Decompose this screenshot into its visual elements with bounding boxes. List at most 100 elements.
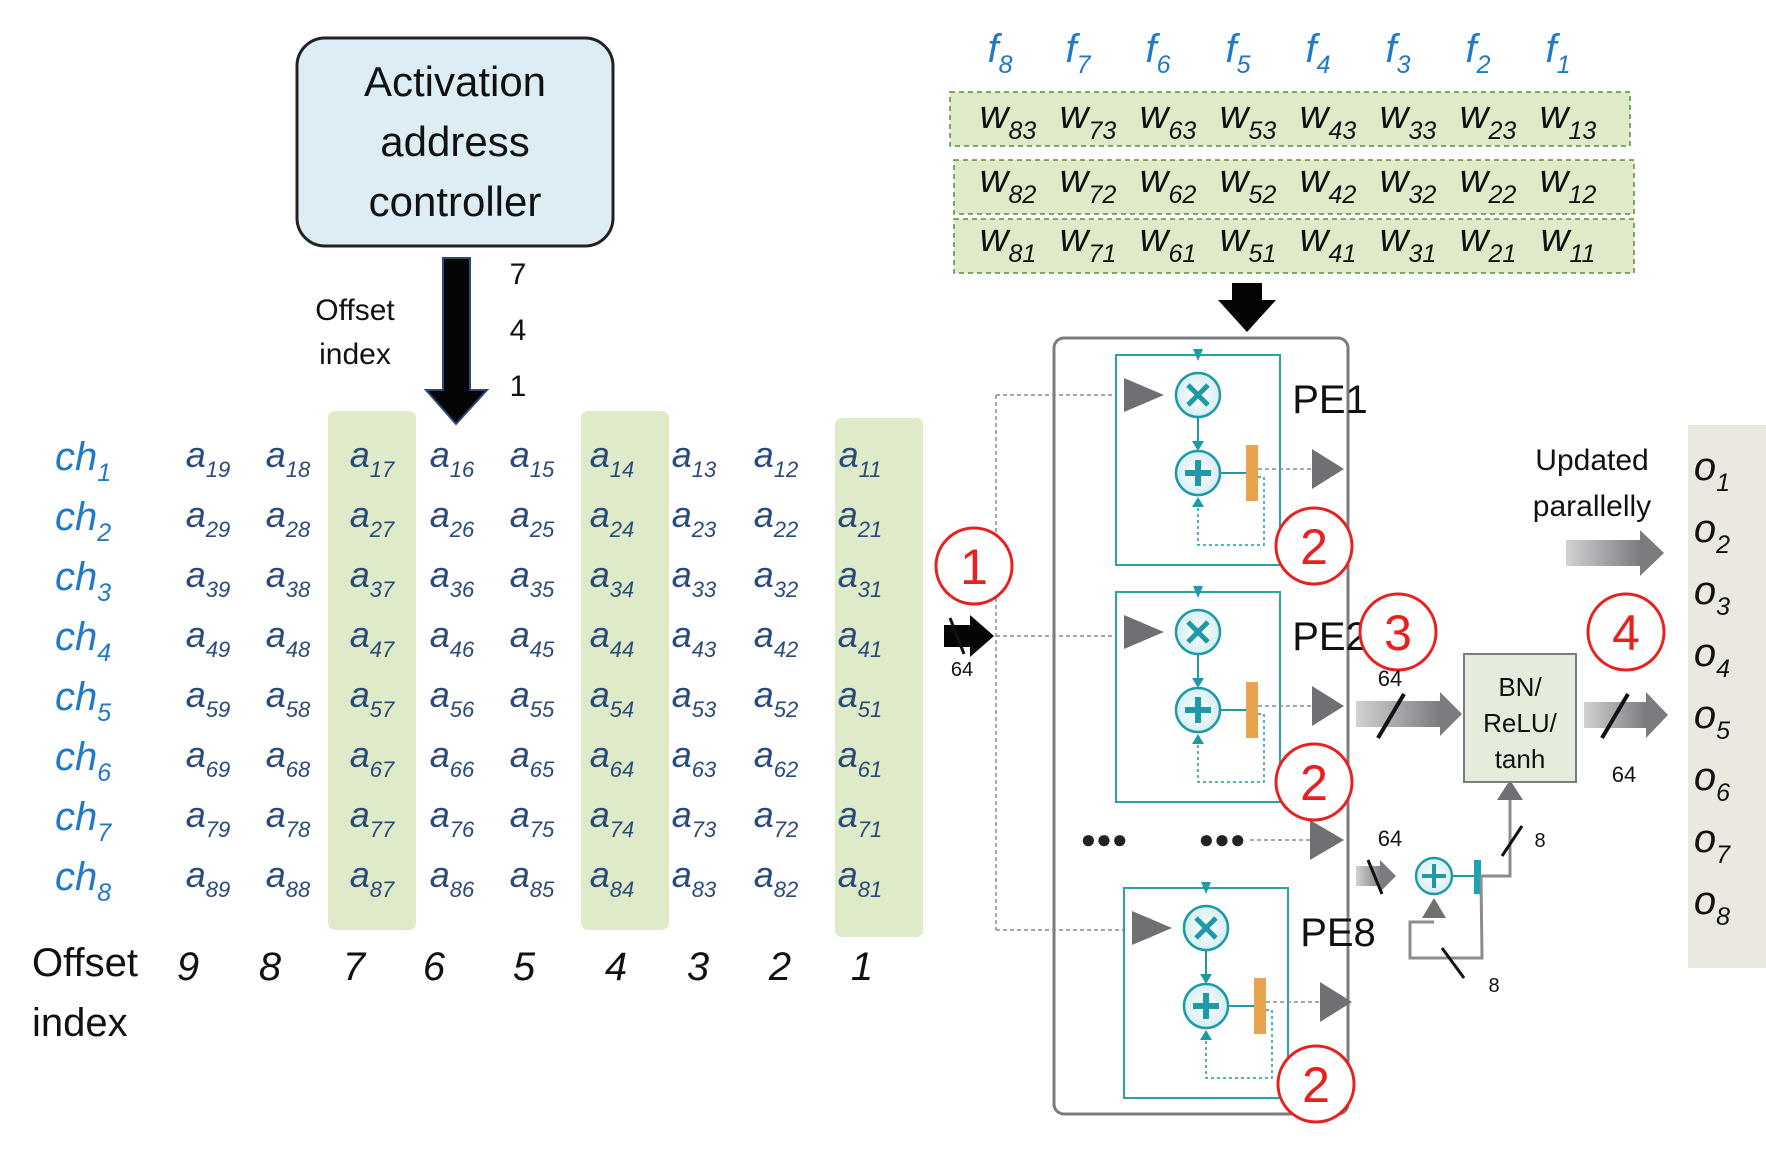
pe-output-bus-width: 64 xyxy=(1378,666,1402,691)
pe-input-arrow xyxy=(1124,378,1164,412)
acc-feedback-slash xyxy=(1440,947,1466,979)
activation-a42: a42 xyxy=(754,614,799,662)
activation-a25: a25 xyxy=(510,494,555,542)
pe-block-pe2: PE2 xyxy=(1115,586,1368,803)
weight-row-box-3 xyxy=(953,218,1635,274)
bn-label-line-3: tanh xyxy=(1495,744,1546,774)
step-circle-2: 2 xyxy=(1276,1044,1356,1124)
bn-label-line-1: BN/ xyxy=(1498,672,1542,702)
channel-label-1: ch1 xyxy=(55,435,111,487)
activation-a87: a87 xyxy=(350,854,395,902)
pe-ellipsis-right: ●●● xyxy=(1198,824,1245,854)
weight-w33: w33 xyxy=(1380,93,1437,145)
channel-label-4: ch4 xyxy=(55,615,111,667)
pe-block-pe1: PE1 xyxy=(1115,349,1368,566)
weight-w21: w21 xyxy=(1460,216,1517,268)
activation-a16: a16 xyxy=(430,434,475,482)
channel-label-8: ch8 xyxy=(55,855,111,907)
activation-a88: a88 xyxy=(266,854,311,902)
weight-w11: w11 xyxy=(1541,216,1596,268)
step-circle-3: 3 xyxy=(1358,592,1438,672)
output-o3: o3 xyxy=(1694,569,1730,621)
activation-a29: a29 xyxy=(186,494,231,542)
controller-label-line-2: address xyxy=(380,118,529,165)
filter-label-f2: f2 xyxy=(1465,27,1490,79)
filter-label-f4: f4 xyxy=(1305,27,1330,79)
output-o8: o8 xyxy=(1694,879,1730,931)
activation-a82: a82 xyxy=(754,854,799,902)
bottom-offset-3: 3 xyxy=(687,945,709,989)
pe-label: PE1 xyxy=(1292,378,1368,422)
weight-down-arrow xyxy=(1218,283,1276,332)
activation-a53: a53 xyxy=(672,674,717,722)
activation-a36: a36 xyxy=(430,554,475,602)
offset-value-1: 1 xyxy=(510,370,527,403)
bn-output-bus-arrowhead xyxy=(1646,692,1668,738)
acc-to-bn-path xyxy=(1481,800,1512,878)
bottom-offset-index-label-line-1: Offset xyxy=(32,941,138,985)
svg-text:2: 2 xyxy=(1300,755,1328,811)
activation-a21: a21 xyxy=(838,494,883,542)
bottom-offset-8: 8 xyxy=(259,945,282,989)
activation-a14: a14 xyxy=(590,434,635,482)
activation-a49: a49 xyxy=(186,614,231,662)
weight-row-box-1 xyxy=(949,91,1631,147)
controller-label-line-3: controller xyxy=(369,178,542,225)
pe-output-arrow xyxy=(1320,982,1352,1022)
channel-label-3: ch3 xyxy=(55,555,111,607)
output-o5: o5 xyxy=(1694,693,1730,745)
activation-a72: a72 xyxy=(754,794,799,842)
weight-w72: w72 xyxy=(1060,157,1117,209)
activation-a54: a54 xyxy=(590,674,635,722)
acc-out-width: 8 xyxy=(1534,830,1545,852)
input-bus-slash xyxy=(948,617,966,655)
bottom-offset-4: 4 xyxy=(605,945,627,989)
acc-to-bn-arrowhead xyxy=(1497,780,1523,800)
weight-w73: w73 xyxy=(1060,93,1117,145)
activation-a68: a68 xyxy=(266,734,311,782)
activation-a33: a33 xyxy=(672,554,717,602)
bottom-offset-7: 7 xyxy=(343,945,367,989)
weight-w12: w12 xyxy=(1540,157,1597,209)
pe-output-arrow xyxy=(1312,449,1344,489)
weight-w13: w13 xyxy=(1540,93,1597,145)
pe-label: PE8 xyxy=(1300,911,1376,955)
updated-label-line-2: parallelly xyxy=(1533,490,1651,523)
filter-label-f8: f8 xyxy=(987,27,1012,79)
bn-output-bus-width: 64 xyxy=(1612,762,1636,787)
activation-a65: a65 xyxy=(510,734,555,782)
activation-a52: a52 xyxy=(754,674,799,722)
activation-a56: a56 xyxy=(430,674,475,722)
acc-feedback-arrowhead xyxy=(1422,898,1446,918)
activation-a73: a73 xyxy=(672,794,717,842)
activation-a77: a77 xyxy=(350,794,395,842)
ellipsis-output-arrow xyxy=(1310,820,1344,860)
activation-a48: a48 xyxy=(266,614,311,662)
activation-a86: a86 xyxy=(430,854,475,902)
activation-a81: a81 xyxy=(838,854,883,902)
step-circle-4: 4 xyxy=(1586,592,1666,672)
activation-a78: a78 xyxy=(266,794,311,842)
activation-a35: a35 xyxy=(510,554,555,602)
channel-label-7: ch7 xyxy=(55,795,112,847)
activation-a59: a59 xyxy=(186,674,231,722)
output-o2: o2 xyxy=(1694,507,1730,559)
step-circle-1: 1 xyxy=(934,526,1014,606)
bn-output-bus-slash xyxy=(1600,692,1630,740)
activation-a22: a22 xyxy=(754,494,799,542)
weight-w83: w83 xyxy=(980,93,1037,145)
activation-a19: a19 xyxy=(186,434,231,482)
input-distribution-lines xyxy=(995,394,1126,931)
weight-w62: w62 xyxy=(1140,157,1197,209)
activation-a15: a15 xyxy=(510,434,555,482)
pe-output-bus-arrowhead xyxy=(1440,692,1462,736)
activation-a34: a34 xyxy=(590,554,635,602)
bottom-offset-2: 2 xyxy=(768,945,791,989)
acc-feedback-width: 8 xyxy=(1488,975,1499,997)
channel-label-5: ch5 xyxy=(55,675,111,727)
activation-a83: a83 xyxy=(672,854,717,902)
acc-input-arrowhead xyxy=(1380,860,1396,892)
